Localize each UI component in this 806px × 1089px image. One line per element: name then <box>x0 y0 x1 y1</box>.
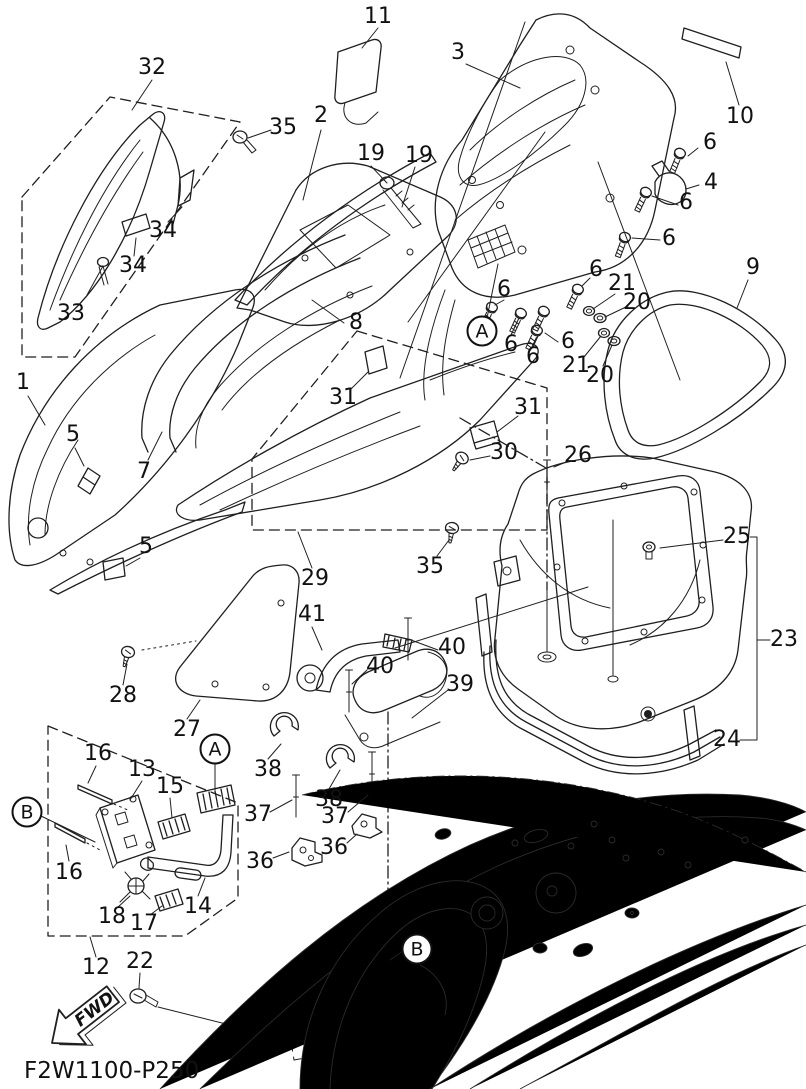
part-number-36: 36 <box>246 849 274 874</box>
part-number-20: 20 <box>623 290 651 315</box>
seal-ring-drawing <box>597 161 786 460</box>
part-number-19: 19 <box>357 141 385 166</box>
part-number-6: 6 <box>662 226 676 251</box>
pedal-mechanism-box <box>47 725 239 937</box>
side-cowl-box <box>175 330 548 545</box>
part-number-36: 36 <box>320 835 348 860</box>
part-number-24: 24 <box>713 727 741 752</box>
bolt-19-drawing <box>379 176 422 229</box>
part-number-13: 13 <box>128 757 156 782</box>
part-number-41: 41 <box>298 602 326 627</box>
part-number-23: 23 <box>770 627 798 652</box>
part-number-30: 30 <box>490 440 518 465</box>
part-number-8: 8 <box>349 310 363 335</box>
cable-lever-drawing <box>269 617 448 769</box>
part-number-35: 35 <box>269 115 297 140</box>
part-number-4: 4 <box>704 170 718 195</box>
deck-drawing <box>399 13 742 401</box>
part-number-29: 29 <box>301 566 329 591</box>
part-number-38: 38 <box>254 757 282 782</box>
part-number-22: 22 <box>126 949 154 974</box>
part-number-15: 15 <box>156 774 184 799</box>
part-number-33: 33 <box>57 301 85 326</box>
part-number-6: 6 <box>504 332 518 357</box>
view-callout-B: B <box>401 933 433 965</box>
part-number-38: 38 <box>315 787 343 812</box>
part-number-3: 3 <box>451 40 465 65</box>
leader-lines <box>27 27 749 989</box>
part-number-10: 10 <box>726 104 754 129</box>
part-number-16: 16 <box>55 860 83 885</box>
part-number-6: 6 <box>703 130 717 155</box>
part-number-40: 40 <box>366 654 394 679</box>
view-callout-A: A <box>199 733 231 765</box>
hull-ghost-drawing <box>129 775 806 1089</box>
part-number-19: 19 <box>405 143 433 168</box>
fwd-direction-arrow: FWD <box>51 985 127 1046</box>
part-number-12: 12 <box>82 955 110 980</box>
part-number-5: 5 <box>66 422 80 447</box>
part-number-6: 6 <box>589 257 603 282</box>
part-number-6: 6 <box>679 190 693 215</box>
part-number-40: 40 <box>438 635 466 660</box>
part-number-7: 7 <box>137 459 151 484</box>
part-number-27: 27 <box>173 717 201 742</box>
part-number-34: 34 <box>119 253 147 278</box>
diagram-code: F2W1100-P250 <box>24 1058 199 1084</box>
part-number-21: 21 <box>562 353 590 378</box>
windshield-assembly-box <box>21 96 241 358</box>
part-number-2: 2 <box>314 103 328 128</box>
storage-bin-drawing <box>394 455 771 775</box>
part-number-31: 31 <box>514 395 542 420</box>
view-callout-B: B <box>11 796 43 828</box>
part-number-28: 28 <box>109 683 137 708</box>
part-number-34: 34 <box>149 218 177 243</box>
hood-and-clip-drawing <box>232 38 457 327</box>
part-number-37: 37 <box>244 802 272 827</box>
deck-hardware-drawing <box>477 146 688 353</box>
access-panel-drawing <box>117 564 300 702</box>
part-number-17: 17 <box>130 911 158 936</box>
part-number-31: 31 <box>329 385 357 410</box>
part-number-6: 6 <box>526 344 540 369</box>
part-number-39: 39 <box>446 672 474 697</box>
part-number-6: 6 <box>561 329 575 354</box>
part-number-37: 37 <box>321 804 349 829</box>
part-number-16: 16 <box>84 741 112 766</box>
part-number-18: 18 <box>98 904 126 929</box>
front-fairing-drawing <box>8 152 437 595</box>
part-number-11: 11 <box>364 4 392 29</box>
part-number-6: 6 <box>497 277 511 302</box>
part-number-21: 21 <box>608 271 636 296</box>
part-number-1: 1 <box>16 370 30 395</box>
part-number-26: 26 <box>564 443 592 468</box>
part-number-5: 5 <box>139 534 153 559</box>
part-number-9: 9 <box>746 255 760 280</box>
part-number-32: 32 <box>138 55 166 80</box>
view-callout-A: A <box>466 315 498 347</box>
part-number-14: 14 <box>184 894 212 919</box>
part-number-25: 25 <box>723 524 751 549</box>
part-number-35: 35 <box>416 554 444 579</box>
part-number-20: 20 <box>586 363 614 388</box>
fwd-arrow-label: FWD <box>71 988 118 1031</box>
